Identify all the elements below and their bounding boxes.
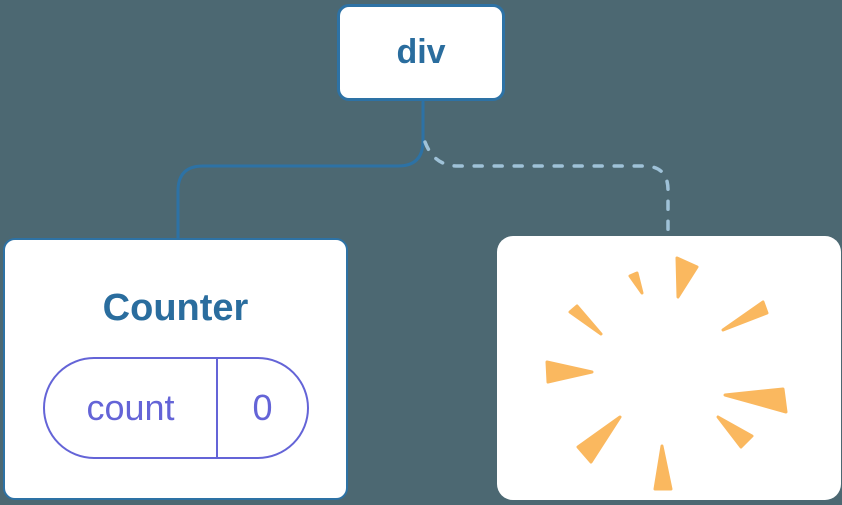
state-pill-key: count [86, 387, 175, 428]
removed-node [497, 236, 841, 500]
root-node-label: div [396, 33, 446, 71]
edge-dashed-parent-to-removed [423, 140, 670, 240]
root-node-div: div [337, 4, 505, 101]
state-pill: count 0 [43, 357, 309, 459]
edge-solid-parent-to-counter [176, 100, 425, 242]
state-pill-value: 0 [216, 359, 307, 457]
counter-node: Counter count 0 [3, 238, 348, 500]
counter-node-title: Counter [102, 287, 249, 329]
poof-sparkle-icon [545, 256, 788, 491]
